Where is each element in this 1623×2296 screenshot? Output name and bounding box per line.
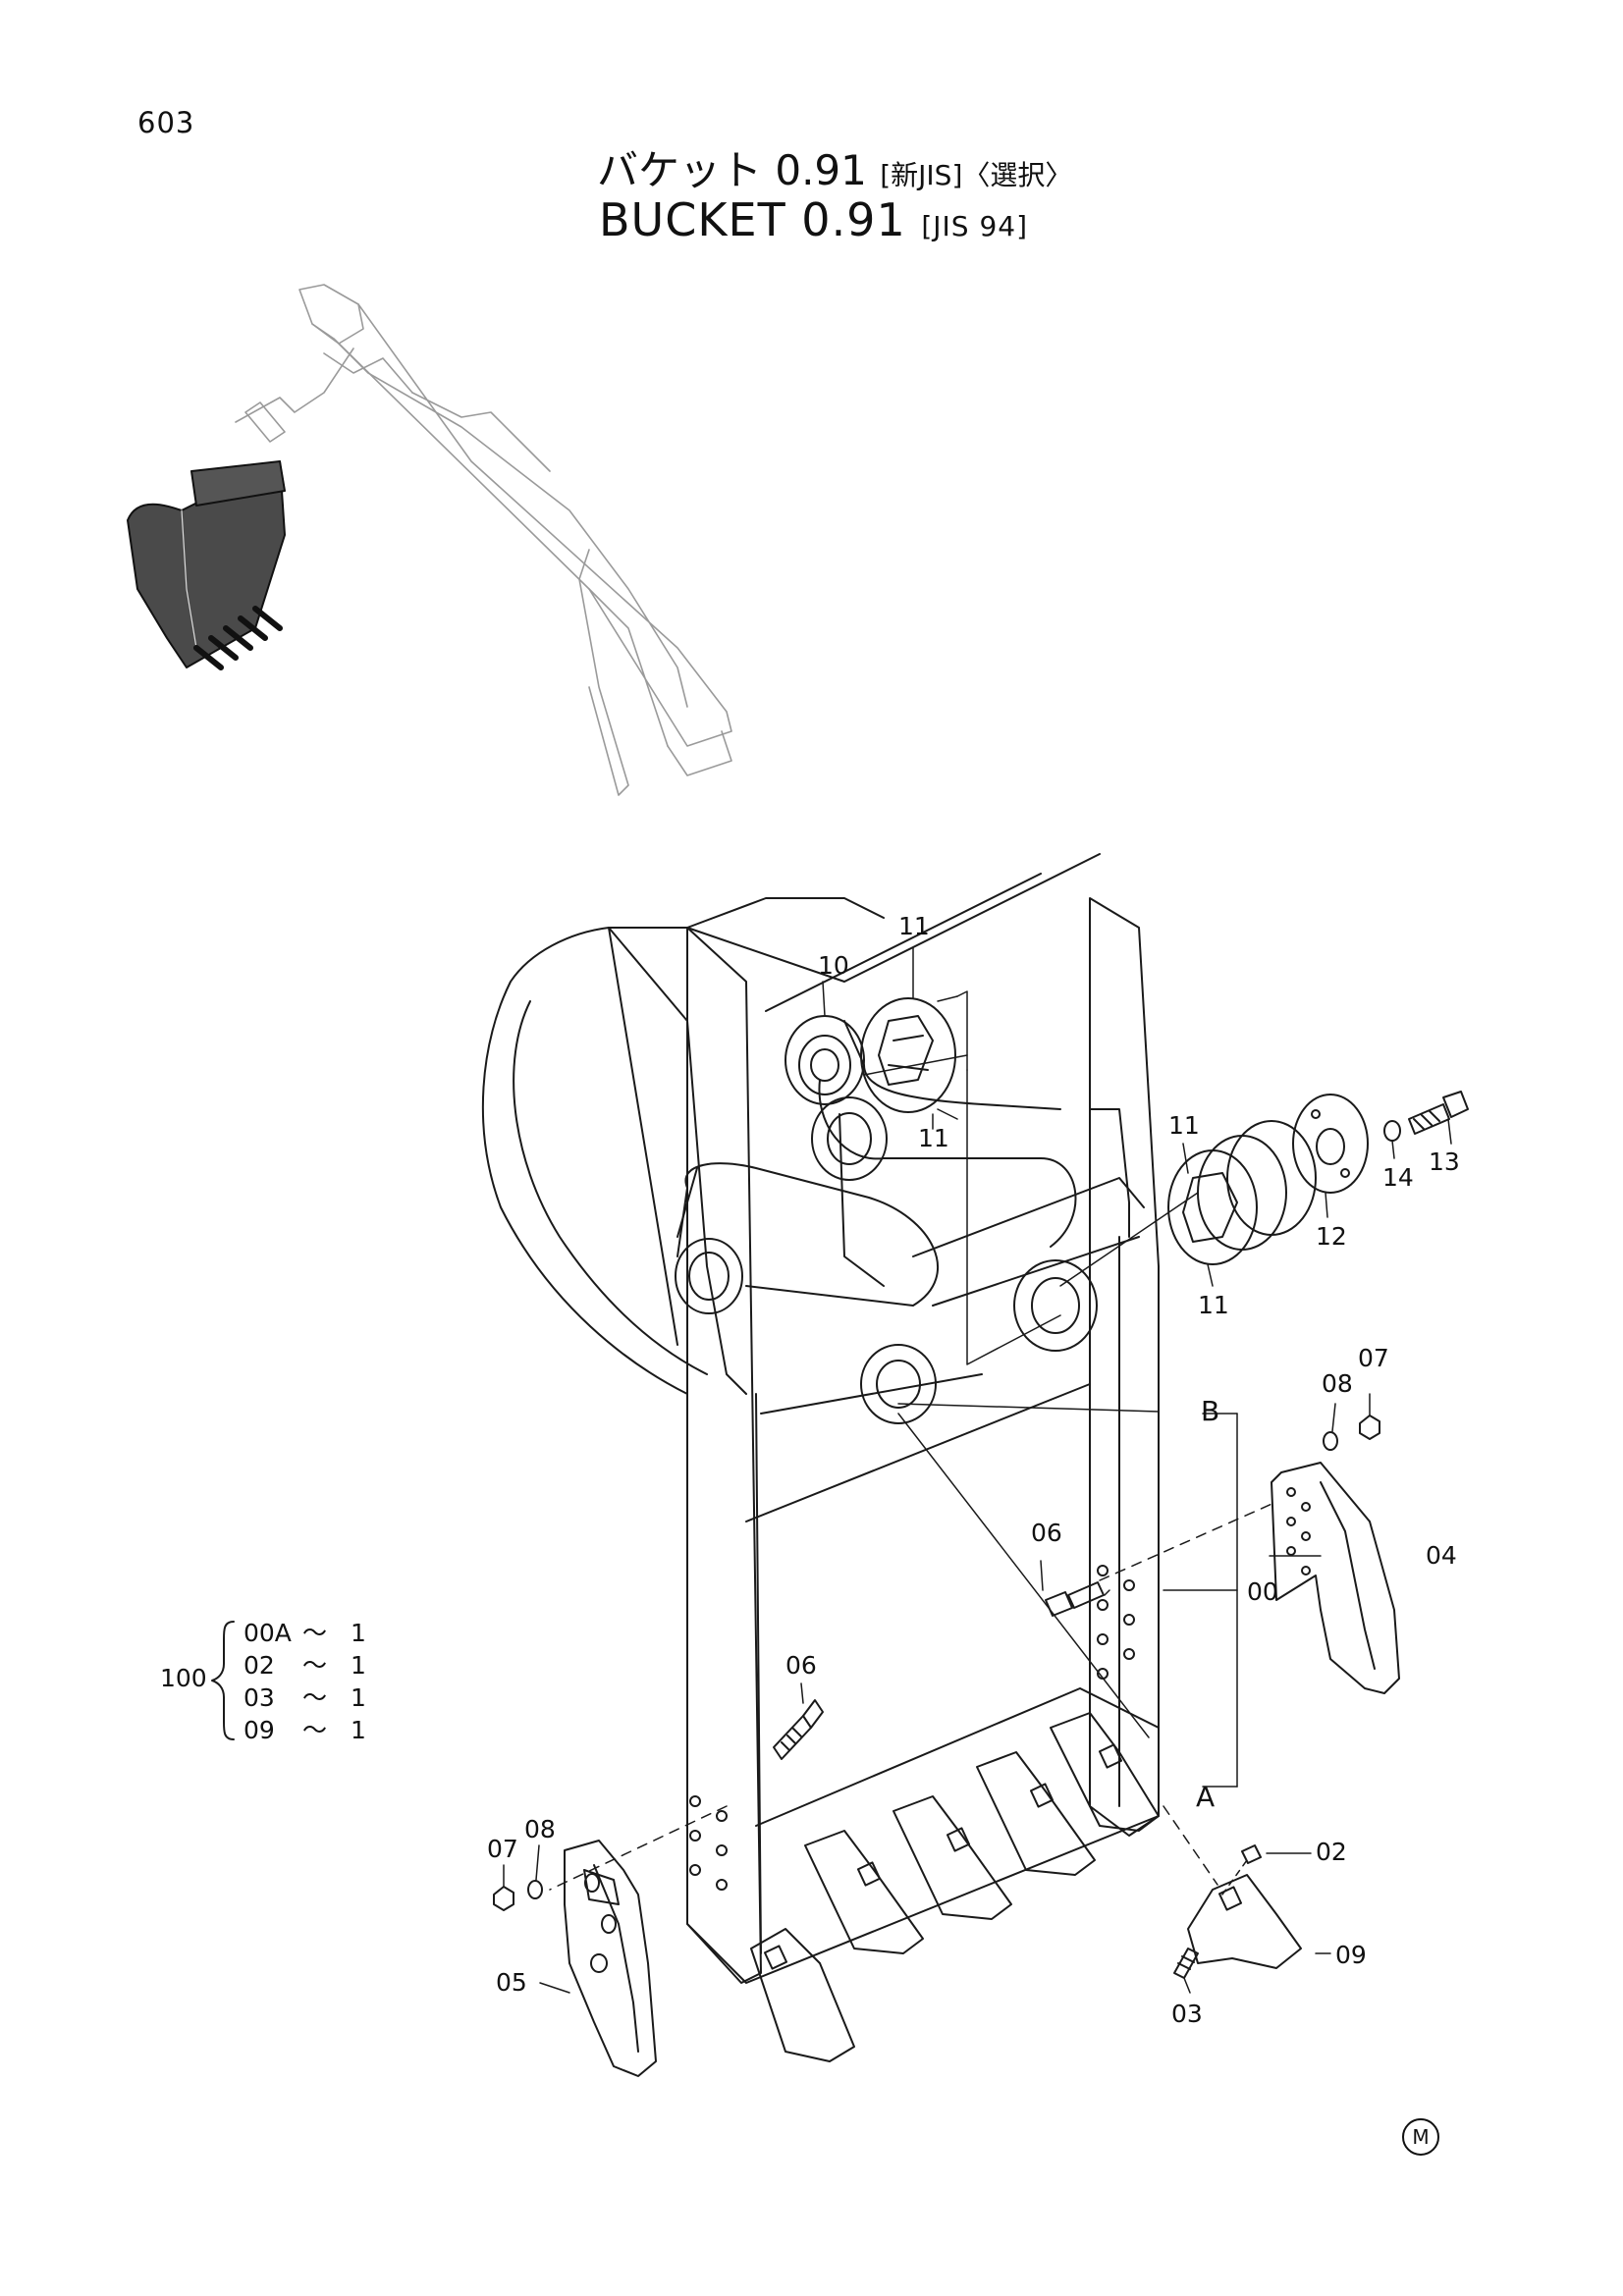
callout-07-right: 07 [1358, 1344, 1389, 1372]
callout-B: B [1201, 1395, 1219, 1427]
callout-A: A [1196, 1781, 1215, 1813]
part-14-washer [1383, 1120, 1401, 1142]
kit-item-3-tilde: ～ [302, 1716, 327, 1744]
part-06-bolt-right [1045, 1581, 1105, 1617]
bucket-teeth [750, 1712, 1160, 2062]
overview-bucket [127, 460, 286, 670]
kit-item-0-tilde: ～ [302, 1619, 327, 1647]
kit-item-0-part: 00A [243, 1619, 292, 1647]
callout-09: 09 [1335, 1941, 1367, 1969]
callout-06-left: 06 [785, 1651, 817, 1680]
callout-11-top: 11 [898, 912, 930, 940]
callout-labels: 10 11 11 11 11 12 13 14 08 07 04 00 B A … [487, 912, 1460, 2028]
kit-item-1-qty: 1 [351, 1651, 366, 1680]
part-07-nut-right [1359, 1415, 1380, 1440]
part-04-side-cutter [1271, 1462, 1400, 1694]
kit-number: 100 [160, 1664, 207, 1692]
part-08-washer-right [1323, 1431, 1338, 1451]
part-06-bolt-left [773, 1699, 824, 1760]
callout-00: 00 [1247, 1577, 1278, 1606]
title-jp-spec: [新JIS]〈選択〉 [880, 159, 1073, 191]
page-number: 603 [137, 106, 195, 139]
callout-08-right: 08 [1322, 1369, 1353, 1398]
callout-03: 03 [1171, 2000, 1203, 2028]
part-11-shim-upper [860, 997, 956, 1113]
part-05-side-cutter [564, 1840, 657, 2077]
side-plate-holes [689, 1565, 1135, 1891]
part-08-washer-left [527, 1880, 543, 1899]
callout-08-left: 08 [524, 1815, 556, 1843]
part-13-bolt [1408, 1091, 1469, 1135]
part-10-bushing [784, 1015, 865, 1105]
kit-item-2-qty: 1 [351, 1683, 366, 1712]
callout-14: 14 [1382, 1163, 1414, 1192]
kit-item-3-qty: 1 [351, 1716, 366, 1744]
title-en-main: BUCKET 0.91 [599, 193, 906, 246]
callout-02: 02 [1316, 1838, 1347, 1866]
excavator-arm-overview [235, 284, 732, 796]
part-07-nut-left [493, 1886, 514, 1911]
part-12-plate [1292, 1094, 1369, 1194]
callout-12: 12 [1316, 1222, 1347, 1251]
callout-06-right: 06 [1031, 1519, 1062, 1547]
kit-item-1-part: 02 [243, 1651, 275, 1680]
part-03-pin [1173, 1948, 1199, 1979]
kit-list: 100 00A ～ 1 02 ～ 1 03 ～ 1 09 ～ 1 [160, 1619, 366, 1744]
callout-11-stack-top: 11 [1168, 1111, 1200, 1140]
title-jp-main: バケット 0.91 [597, 146, 867, 194]
callout-07-left: 07 [487, 1835, 518, 1863]
title-en-spec: [JIS 94] [921, 210, 1029, 242]
kit-item-2-tilde: ～ [302, 1683, 327, 1712]
kit-item-2-part: 03 [243, 1683, 275, 1712]
bucket-body [481, 853, 1160, 1984]
kit-item-3-part: 09 [243, 1716, 275, 1744]
callout-04: 04 [1426, 1541, 1457, 1570]
callout-13: 13 [1429, 1148, 1460, 1176]
kit-item-0-qty: 1 [351, 1619, 366, 1647]
part-02-pin [1241, 1844, 1262, 1864]
title-japanese: バケット 0.91 [新JIS]〈選択〉 [597, 137, 1072, 197]
callout-10: 10 [818, 951, 849, 980]
leader-lines [503, 946, 1452, 1994]
callout-11-upper-bottom: 11 [918, 1124, 949, 1152]
kit-item-1-tilde: ～ [302, 1651, 327, 1680]
callout-11-stack-bottom: 11 [1198, 1291, 1229, 1319]
part-09-tooth [1187, 1874, 1302, 1969]
callout-05: 05 [496, 1968, 527, 1997]
title-english: BUCKET 0.91 [JIS 94] [599, 193, 1028, 246]
corner-mark: M [1402, 2118, 1439, 2156]
bracket-bosses [675, 1096, 1098, 1424]
